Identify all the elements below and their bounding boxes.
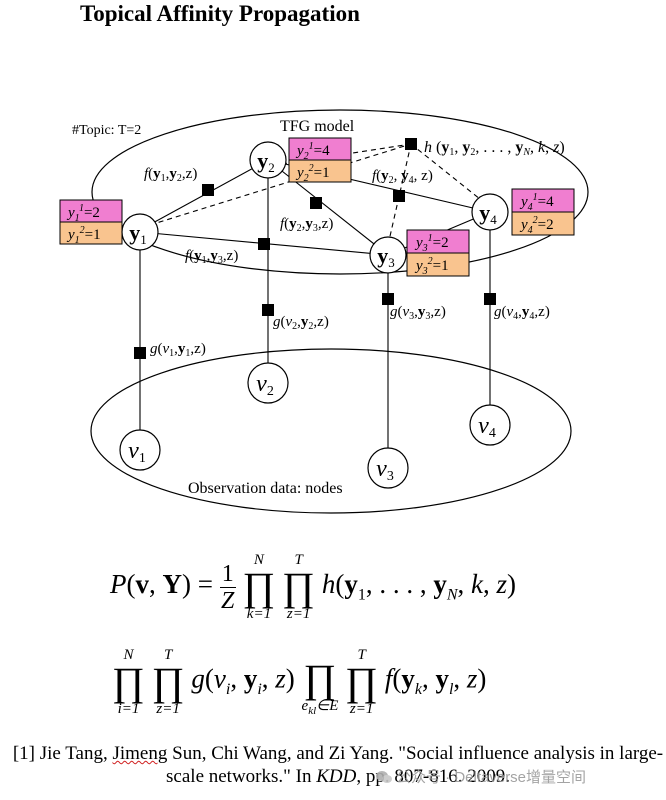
node-v4 (469, 404, 511, 446)
label-box-y2 (288, 137, 352, 183)
factor-label-g2: g(v2,y2,z) (273, 314, 329, 332)
node-y4 (471, 193, 509, 231)
product-i: N∏i=1 (112, 646, 145, 717)
product-k: N∏k=1 (242, 552, 276, 622)
node-y2 (249, 141, 287, 179)
edge-y2-y3 (267, 159, 389, 256)
label-y1-t2: y12=1 (66, 225, 101, 246)
page-title: Topical Affinity Propagation (80, 1, 360, 26)
factor-g3 (382, 293, 394, 305)
wechat-icon (376, 770, 392, 784)
factor-label-g3: g(v3,y3,z) (390, 304, 446, 322)
label-y3-t2: y32=1 (414, 256, 449, 277)
factor-g4 (484, 293, 496, 305)
node-v1 (119, 429, 161, 471)
factor-label-h: h (y1, y2, . . . , yN, k, z) (424, 139, 565, 158)
tfg-model-ellipse (91, 109, 589, 275)
label-y3-t1: y31=2 (414, 233, 449, 254)
product-ekl: ∏ekl∈E (301, 656, 339, 718)
factor-label-f-y1-y2: f(y1,y2,z) (144, 166, 197, 184)
topic-label: #Topic: T=2 (72, 123, 141, 138)
label-box-y4 (511, 188, 575, 236)
factor-label-f-y2-y4: f(y2, y4, z) (372, 168, 433, 186)
label-y4-t2: y42=2 (519, 215, 554, 236)
model-label: TFG model (280, 118, 355, 135)
label-y2-t2: y22=1 (295, 163, 330, 184)
product-z3: T∏z=1 (345, 646, 379, 717)
product-z: T∏z=1 (282, 552, 316, 622)
label-box-y1 (59, 199, 123, 245)
node-v2 (247, 362, 289, 404)
watermark-text: 公众号 · Deltaverse增量空间 (396, 769, 587, 786)
equation-line-2: N∏i=1 T∏z=1 g(vi, yi, z) ∏ekl∈E T∏z=1 f(… (112, 644, 486, 719)
factor-label-f-y2-y3: f(y2,y3,z) (280, 216, 333, 234)
factor-g2 (262, 304, 274, 316)
factor-label-g4: g(v4,y4,z) (494, 304, 550, 322)
label-box-y3 (406, 229, 470, 277)
node-y1 (121, 213, 159, 251)
factor-h (405, 138, 417, 150)
watermark: 公众号 · Deltaverse增量空间 (376, 766, 586, 787)
factor-f-y1-y2 (202, 184, 214, 196)
node-v3 (367, 447, 409, 489)
node-y3 (369, 236, 407, 274)
factor-f-y1-y3 (258, 238, 270, 250)
dash-y1-h (149, 143, 412, 226)
factor-f-y2-y4 (393, 190, 405, 202)
tfg-diagram: y11=2 y12=1 y21=4 y22=1 y31=2 y32=1 y41=… (59, 109, 589, 514)
factor-label-f-y1-y3: f(y1,y3,z) (185, 248, 238, 266)
observation-ellipse (90, 348, 572, 514)
dash-y4-h (410, 143, 486, 204)
reference-citation: [1] Jie Tang, Jimeng Sun, Chi Wang, and … (12, 743, 664, 787)
factor-label-g1: g(v1,y1,z) (150, 341, 206, 359)
product-z2: T∏z=1 (151, 646, 185, 717)
factor-f-y2-y3 (310, 197, 322, 209)
observation-label: Observation data: nodes (188, 480, 343, 497)
factor-g1 (134, 347, 146, 359)
label-y1-t1: y11=2 (66, 203, 100, 224)
